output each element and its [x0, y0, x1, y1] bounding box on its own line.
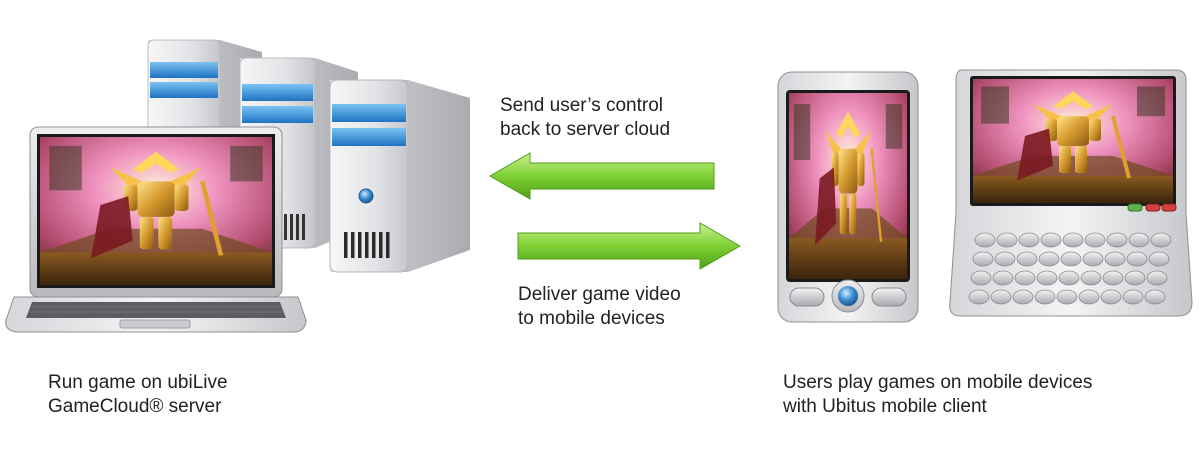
- laptop-icon: [5, 126, 307, 333]
- arrow-right-icon: [517, 222, 742, 270]
- server-side-caption: Run game on ubiLive GameCloud® server: [48, 372, 228, 417]
- smartphone-icon: [777, 71, 919, 323]
- arrow-left-icon: [488, 152, 715, 200]
- send-control-caption: Send user’s control back to server cloud: [500, 95, 671, 140]
- qwerty-handheld-icon: [949, 69, 1193, 317]
- deliver-video-caption: Deliver game video to mobile devices: [518, 284, 681, 329]
- client-side-caption: Users play games on mobile devices with …: [783, 372, 1093, 417]
